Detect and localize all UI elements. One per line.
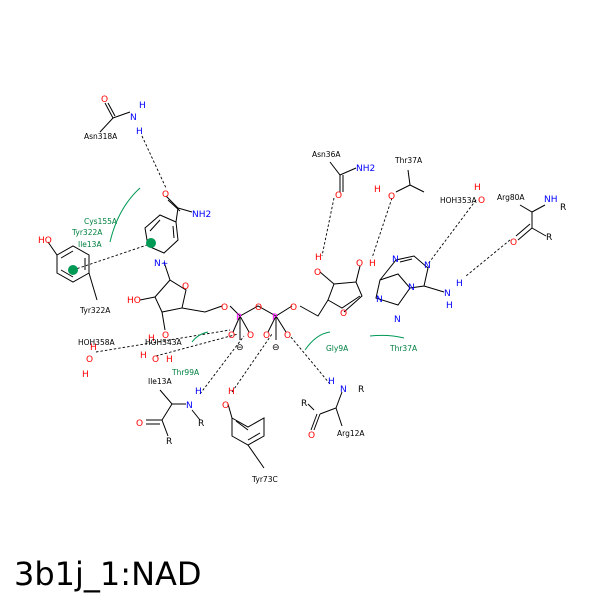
atom-nplus-nicotinamide: N+ bbox=[154, 259, 168, 269]
atom-o-bridge-1: O bbox=[221, 303, 228, 313]
atom-h-hoh343-a: H bbox=[148, 334, 155, 344]
residue-hoh343: HOH343A bbox=[145, 338, 182, 347]
atom-o-ribose-a-3: O bbox=[356, 259, 363, 269]
atom-r-ile13-b: R bbox=[166, 437, 172, 447]
atom-o-p1-b: O bbox=[247, 331, 254, 341]
atom-h-adenine-a: H bbox=[456, 279, 463, 289]
atom-o-nicotinamide: O bbox=[162, 190, 169, 200]
residue-labels: Asn318A Cys155A Tyr322A Ile13A Tyr322A A… bbox=[71, 132, 525, 484]
residue-gly9-hydrophobic: Gly9A bbox=[326, 344, 349, 353]
atom-o-tyr73: O bbox=[222, 401, 229, 411]
residue-hoh358: HOH358A bbox=[78, 338, 115, 347]
atom-o-ribose-a-2: O bbox=[314, 268, 321, 278]
atom-o-asn318: O bbox=[101, 95, 108, 105]
residue-tyr73: Tyr73C bbox=[251, 475, 278, 484]
atom-minus-1: ⊖ bbox=[236, 343, 244, 353]
atom-h-hoh343-c: H bbox=[166, 355, 173, 365]
atom-labels: O N H H O NH2 N+ HO O HO O O P O P O O O… bbox=[38, 95, 566, 447]
residue-ile13-hydrophobic: Ile13A bbox=[78, 240, 102, 249]
atom-n1-adenine: N bbox=[424, 261, 431, 271]
atom-n-arg12: N bbox=[340, 385, 347, 395]
atom-o-thr37: O bbox=[388, 192, 395, 202]
atom-nh2-asn36: NH2 bbox=[356, 164, 375, 174]
atom-n9-adenine: N bbox=[376, 295, 383, 305]
atom-o-hoh353: O bbox=[478, 196, 485, 206]
atom-h-hoh358-a: H bbox=[90, 343, 97, 353]
atom-o-p1-a: O bbox=[228, 331, 235, 341]
atom-h-hoh358-b: H bbox=[82, 370, 89, 380]
atom-n3-adenine: N bbox=[392, 255, 399, 265]
atom-ho-ribose-n: HO bbox=[127, 296, 141, 306]
atom-o-p2-b: O bbox=[284, 331, 291, 341]
atom-o-p2-a: O bbox=[263, 331, 270, 341]
atom-o-bridge-2: O bbox=[255, 303, 262, 313]
residue-arg12: Arg12A bbox=[337, 429, 365, 438]
atom-h-hoh353: H bbox=[474, 183, 481, 193]
ring-centroid-nicotinamide bbox=[146, 238, 156, 248]
atom-r-arg12-a: R bbox=[358, 385, 364, 395]
atom-h-thr37: H bbox=[374, 185, 381, 195]
residue-ile13: Ile13A bbox=[148, 377, 172, 386]
atom-o-bridge-3: O bbox=[290, 303, 297, 313]
atom-h-tyr73: H bbox=[228, 387, 235, 397]
hydrogen-bonds bbox=[72, 135, 511, 395]
atom-o-arg12: O bbox=[308, 431, 315, 441]
atom-h-hoh343-b: H bbox=[140, 351, 147, 361]
atom-o-hoh358: O bbox=[86, 355, 93, 365]
atom-h-asn318-a: H bbox=[139, 101, 146, 111]
residue-tyr322: Tyr322A bbox=[79, 306, 111, 315]
atom-n-asn318: N bbox=[130, 113, 137, 123]
atom-p-1: P bbox=[236, 313, 242, 323]
atom-o-asn36: O bbox=[335, 191, 342, 201]
atom-h-asn318-b: H bbox=[136, 127, 143, 137]
atom-nh-adenine: N bbox=[444, 289, 451, 299]
atom-o-ribose-a: O bbox=[340, 309, 347, 319]
atom-r-arg80-b: R bbox=[546, 233, 552, 243]
atom-h-arg12: H bbox=[328, 377, 335, 387]
bond-skeleton bbox=[47, 102, 547, 469]
atom-h-adenine-b: H bbox=[446, 301, 453, 311]
ring-centroid-tyr322 bbox=[68, 265, 78, 275]
residue-thr99-hydrophobic: Thr99A bbox=[171, 368, 200, 377]
residue-cys155-hydrophobic: Cys155A bbox=[84, 217, 118, 226]
atom-o-arg80: O bbox=[510, 238, 517, 248]
atom-p-2: P bbox=[272, 313, 278, 323]
atom-r-arg12-b: R bbox=[301, 399, 307, 409]
atom-o-hoh343: O bbox=[152, 355, 159, 365]
hydrophobic-contacts bbox=[68, 187, 405, 351]
atom-nh-arg80: NH bbox=[544, 195, 558, 205]
residue-asn36: Asn36A bbox=[312, 150, 341, 159]
atom-o-ile13: O bbox=[136, 419, 143, 429]
residue-thr37: Thr37A bbox=[394, 156, 423, 165]
atom-r-arg80-a: R bbox=[560, 203, 566, 213]
residue-arg80: Arg80A bbox=[497, 193, 525, 202]
residue-asn318: Asn318A bbox=[84, 132, 118, 141]
residue-thr37-hydrophobic: Thr37A bbox=[389, 344, 418, 353]
atom-n-ile13: N bbox=[186, 401, 193, 411]
atom-h-ribose-a-3: H bbox=[369, 259, 376, 269]
atom-r-ile13-a: R bbox=[198, 419, 204, 429]
residue-tyr322-hydrophobic: Tyr322A bbox=[71, 228, 103, 237]
residue-hoh353: HOH353A bbox=[440, 196, 477, 205]
atom-n7-adenine: N bbox=[394, 315, 401, 325]
atom-o-ribose-n-3: O bbox=[162, 331, 169, 341]
atom-h-ribose-a-2: H bbox=[315, 253, 322, 263]
atom-minus-2: ⊖ bbox=[272, 343, 280, 353]
atom-nh2-nicotinamide: NH2 bbox=[192, 210, 211, 220]
atom-n-adenine-ring: N bbox=[408, 283, 415, 293]
atom-o-ribose-n: O bbox=[182, 282, 189, 292]
atom-h-ile13: H bbox=[195, 387, 202, 397]
atom-ho-tyr322: HO bbox=[38, 236, 52, 246]
diagram-title: 3b1j_1:NAD bbox=[14, 555, 202, 593]
